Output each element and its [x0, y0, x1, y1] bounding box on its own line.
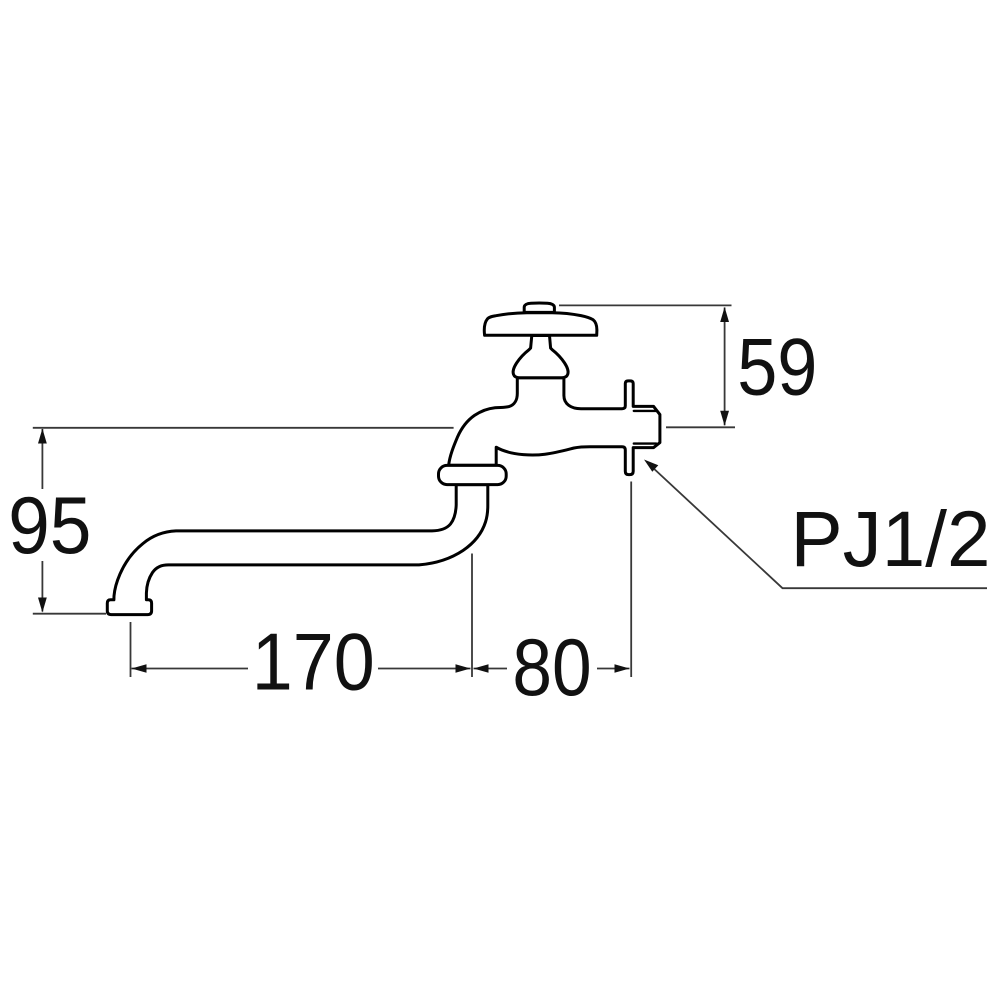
svg-text:PJ1/2: PJ1/2: [791, 495, 991, 583]
svg-text:170: 170: [252, 617, 375, 707]
svg-text:59: 59: [737, 323, 817, 413]
svg-text:80: 80: [512, 623, 591, 713]
svg-text:95: 95: [8, 479, 91, 570]
